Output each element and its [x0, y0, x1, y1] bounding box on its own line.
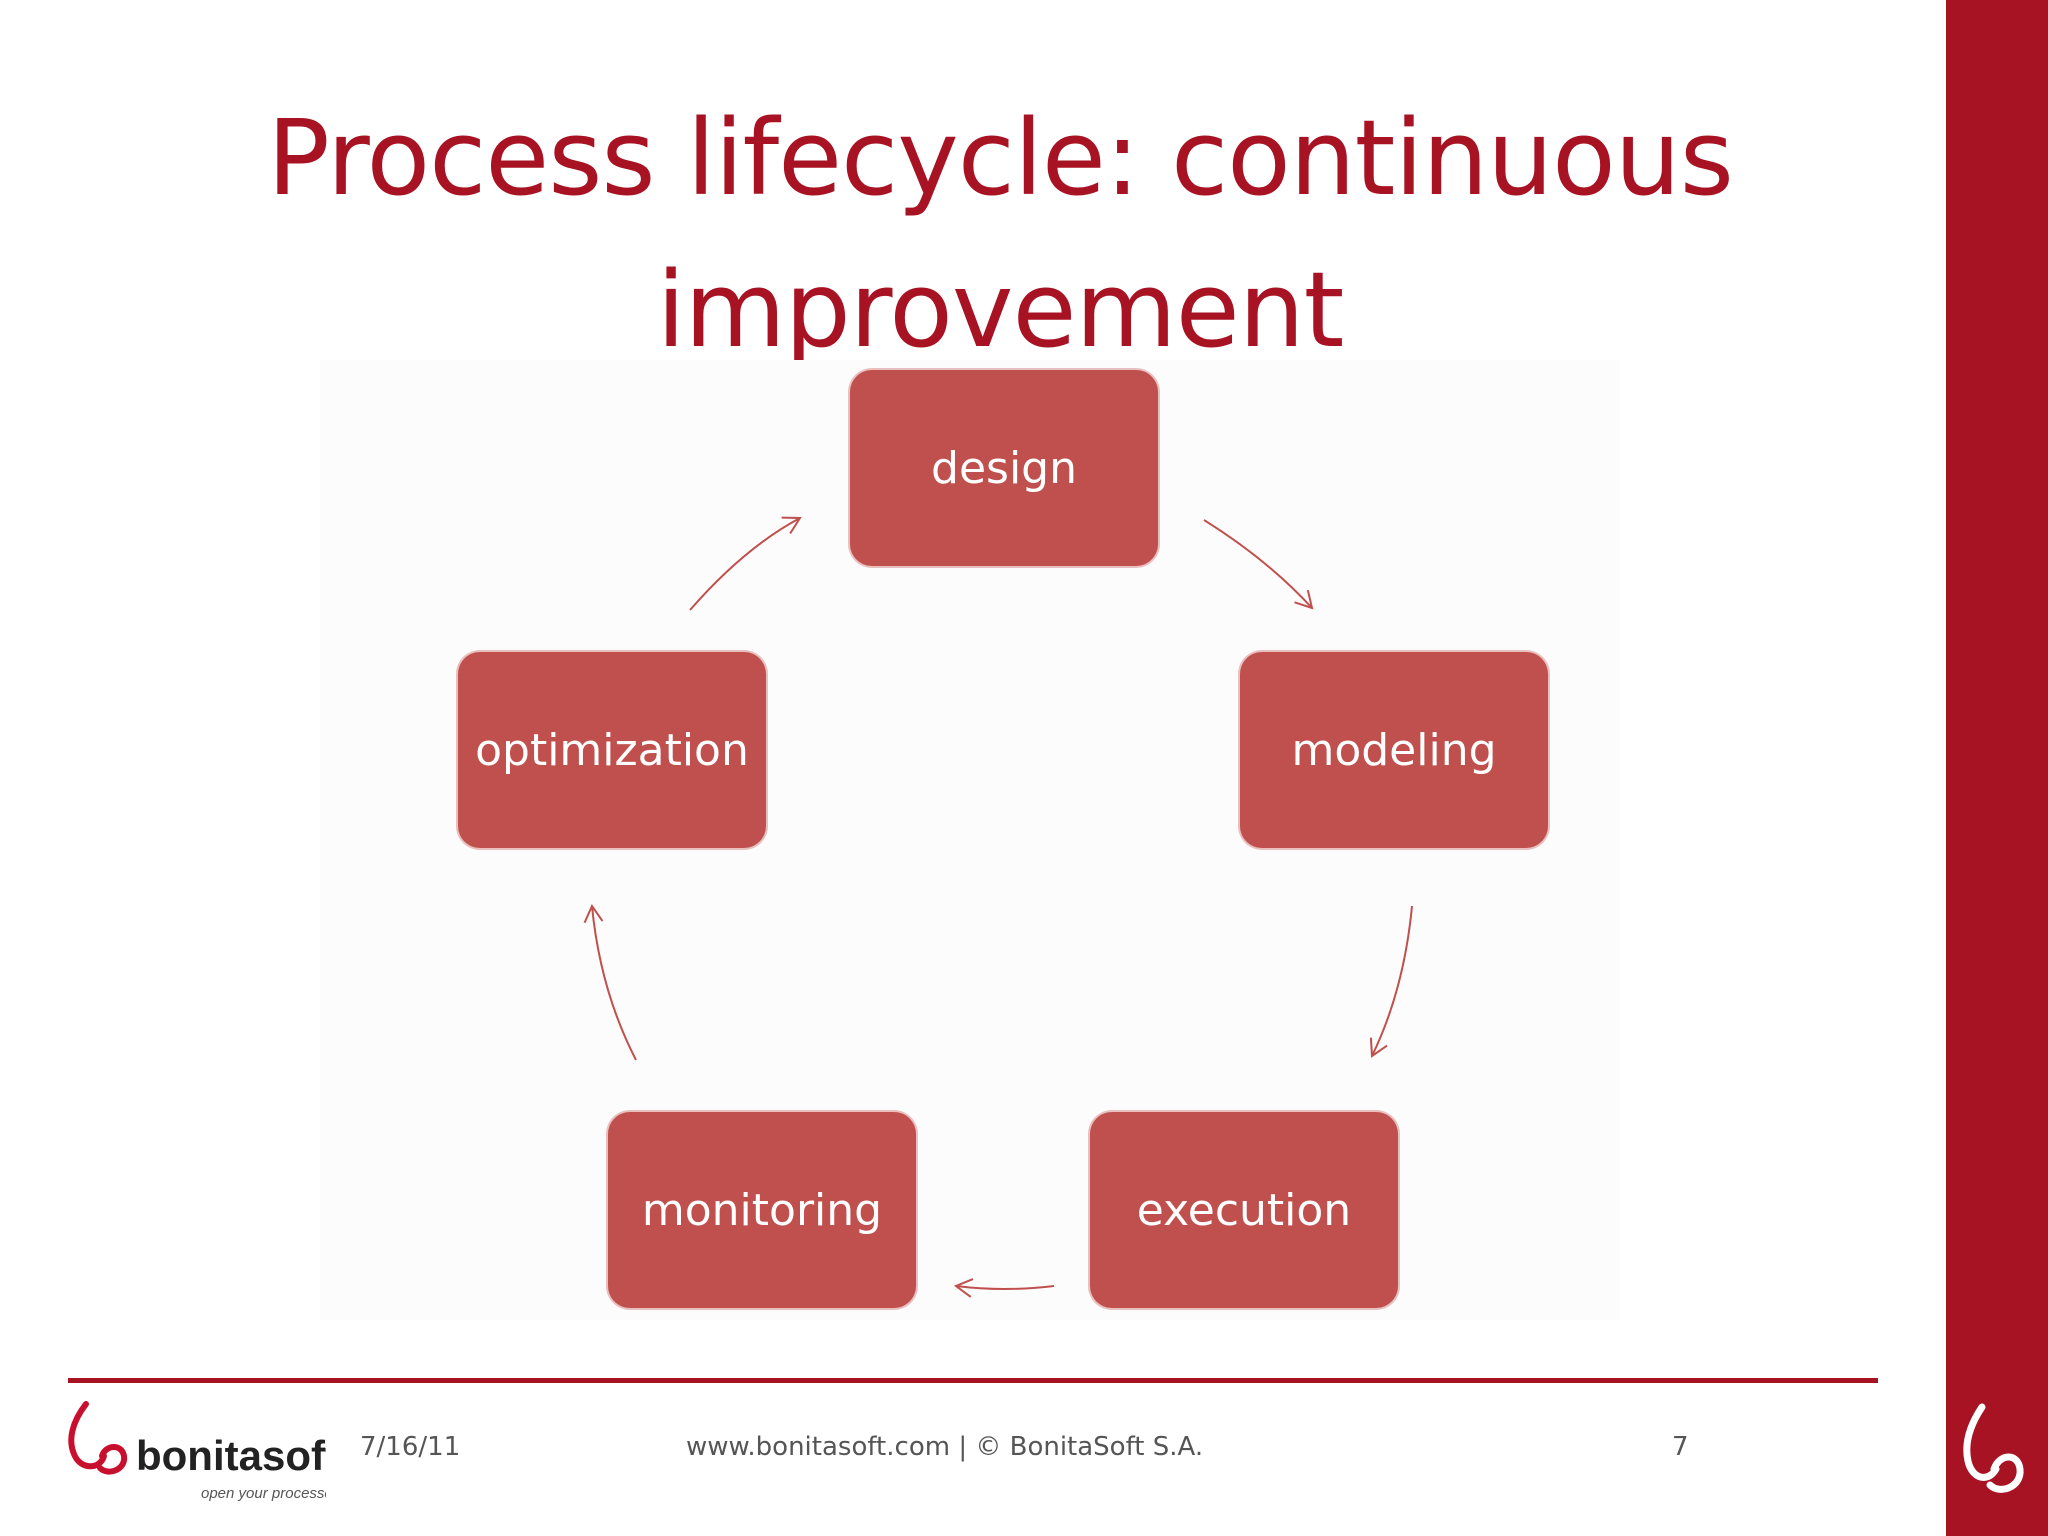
bonitasoft-mark-icon	[1963, 1403, 2024, 1493]
node-design: design	[850, 370, 1158, 566]
node-monitoring: monitoring	[608, 1112, 916, 1308]
footer-copyright: www.bonitasoft.com | © BonitaSoft S.A.	[686, 1432, 1204, 1462]
footer-date: 7/16/11	[360, 1432, 461, 1462]
logo-tagline: open your processes	[201, 1485, 326, 1502]
page-number: 7	[1672, 1432, 1689, 1462]
logo-wordmark: bonitasoft	[136, 1432, 326, 1479]
node-execution: execution	[1090, 1112, 1398, 1308]
node-optimization: optimization	[458, 652, 766, 848]
side-accent-band	[1946, 0, 2048, 1536]
footer-divider	[68, 1378, 1878, 1383]
node-modeling: modeling	[1240, 652, 1548, 848]
page-title: Process lifecycle: continuous improvemen…	[267, 97, 1734, 371]
bonitasoft-logo-icon: bonitasoft open your processes	[68, 1401, 326, 1502]
